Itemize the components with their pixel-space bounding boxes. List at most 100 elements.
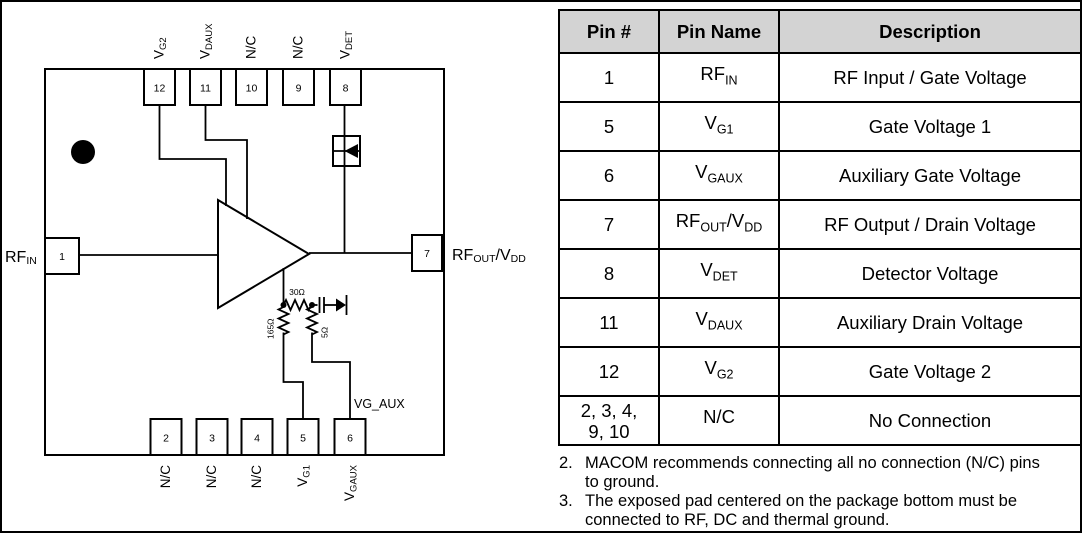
note-text: MACOM recommends connecting all no conne… (585, 454, 1040, 491)
bottom-pin-row: 2 3 4 5 6 (149, 418, 367, 456)
cell-pin-number: 7 (558, 199, 660, 250)
cell-description: No Connection (778, 395, 1080, 446)
cell-description: Gate Voltage 1 (778, 101, 1080, 152)
pin-number: 12 (154, 83, 166, 95)
wire-pin11-to-amplifier (204, 105, 248, 219)
pin-number: 9 (296, 83, 302, 95)
net-label-vg-aux: VG_AUX (354, 397, 405, 411)
table-header-row: Pin # Pin Name Description (558, 9, 1080, 54)
pin-label-vgaux: VGAUX (342, 464, 360, 501)
note-number: 2. (559, 454, 573, 472)
pin-functional-diagram: 30Ω 165Ω 5Ω VG_AUX 12 11 10 9 8 VG2 VDAU… (5, 23, 526, 501)
wire-to-pin6 (311, 332, 351, 419)
cell-pin-name: RFIN (658, 52, 780, 103)
pin-label-rfout-vdd: RFOUT/VDD (452, 247, 526, 265)
pin-box-11 (189, 68, 222, 106)
resistor-label-5: 5Ω (320, 327, 330, 338)
table-row: 5 VG1 Gate Voltage 1 (558, 101, 1080, 152)
amplifier-triangle (217, 198, 311, 310)
top-pin-row: 12 11 10 9 8 (143, 68, 362, 106)
pin-box-1 (44, 237, 80, 275)
pin1-indicator-dot (71, 140, 95, 164)
pin-box-12 (143, 68, 176, 106)
table-row: 1 RFIN RF Input / Gate Voltage (558, 52, 1080, 103)
pin-label-nc: N/C (249, 465, 264, 489)
cell-pin-number: 2, 3, 4, 9, 10 (558, 395, 660, 446)
diode-arrow-left (344, 144, 358, 158)
wire-pin12-to-amplifier (158, 105, 227, 206)
pin-label-nc: N/C (204, 465, 219, 489)
table-row: 12 VG2 Gate Voltage 2 (558, 346, 1080, 397)
cell-pin-name: VDAUX (658, 297, 780, 348)
footnotes: 2. MACOM recommends connecting all no co… (559, 454, 1079, 530)
cell-description: Gate Voltage 2 (778, 346, 1080, 397)
pin-box-5 (286, 418, 320, 456)
pin-number: 4 (254, 433, 260, 445)
pin-number: 5 (300, 433, 306, 445)
pin-box-6 (333, 418, 367, 456)
pin-number: 10 (246, 83, 258, 95)
bias-network (276, 295, 351, 419)
pin-number: 6 (347, 433, 353, 445)
table-row: 7 RFOUT/VDD RF Output / Drain Voltage (558, 199, 1080, 250)
table-row: 6 VGAUX Auxiliary Gate Voltage (558, 150, 1080, 201)
header-pin-number: Pin # (558, 9, 660, 54)
cell-description: Detector Voltage (778, 248, 1080, 299)
cell-pin-name: VGAUX (658, 150, 780, 201)
table-row: 8 VDET Detector Voltage (558, 248, 1080, 299)
cell-pin-number: 12 (558, 346, 660, 397)
pin-number: 1 (59, 251, 65, 263)
detector-diode (332, 135, 361, 167)
cell-pin-name: RFOUT/VDD (658, 199, 780, 250)
cell-description: Auxiliary Gate Voltage (778, 150, 1080, 201)
note-text: The exposed pad centered on the package … (585, 492, 1018, 529)
header-pin-name: Pin Name (658, 9, 780, 54)
cell-pin-number: 6 (558, 150, 660, 201)
wire-to-pin5 (282, 332, 304, 419)
resistor-165ohm (276, 306, 291, 336)
cell-pin-number: 8 (558, 248, 660, 299)
cell-pin-number: 5 (558, 101, 660, 152)
pin-box-10 (235, 68, 268, 106)
pin-number: 8 (343, 83, 349, 95)
pin-label-rfin: RFIN (5, 249, 37, 267)
pin-number: 2 (163, 433, 169, 445)
bottom-pin-labels: N/C N/C N/C VG1 VGAUX (158, 464, 360, 501)
pin-box-7 (411, 234, 443, 272)
note-2: 2. MACOM recommends connecting all no co… (559, 454, 1079, 492)
pin-label-nc: N/C (158, 465, 173, 489)
diode-arrow-right (336, 298, 346, 312)
pin-box-4 (240, 418, 274, 456)
cell-pin-number: 11 (558, 297, 660, 348)
cell-description: RF Output / Drain Voltage (778, 199, 1080, 250)
pin-box-3 (195, 418, 229, 456)
header-description: Description (778, 9, 1080, 54)
pin-description-table: Pin # Pin Name Description 1 RFIN RF Inp… (558, 9, 1080, 446)
resistor-label-30: 30Ω (289, 287, 305, 297)
note-3: 3. The exposed pad centered on the packa… (559, 492, 1079, 530)
pin-box-2 (149, 418, 183, 456)
resistor-5ohm (304, 306, 320, 336)
table-row: 2, 3, 4, 9, 10 N/C No Connection (558, 395, 1080, 446)
cell-pin-number: 1 (558, 52, 660, 103)
pin-label-vdaux: VDAUX (198, 23, 216, 59)
note-number: 3. (559, 492, 573, 510)
table-row: 11 VDAUX Auxiliary Drain Voltage (558, 297, 1080, 348)
cell-description: Auxiliary Drain Voltage (778, 297, 1080, 348)
resistor-label-165: 165Ω (266, 318, 276, 339)
cell-pin-name: VG2 (658, 346, 780, 397)
pin-number: 7 (424, 248, 430, 260)
pin-number: 11 (200, 83, 211, 95)
pin-label-nc: N/C (291, 36, 306, 60)
pin-label-vg1: VG1 (295, 465, 313, 487)
pin-label-vdet: VDET (338, 31, 356, 59)
cell-pin-name: VDET (658, 248, 780, 299)
cell-description: RF Input / Gate Voltage (778, 52, 1080, 103)
package-outline (44, 68, 445, 456)
pin-label-vg2: VG2 (152, 37, 170, 59)
pin-box-9 (282, 68, 315, 106)
pin-number: 3 (209, 433, 215, 445)
cell-pin-name: N/C (658, 395, 780, 446)
cell-pin-name: VG1 (658, 101, 780, 152)
